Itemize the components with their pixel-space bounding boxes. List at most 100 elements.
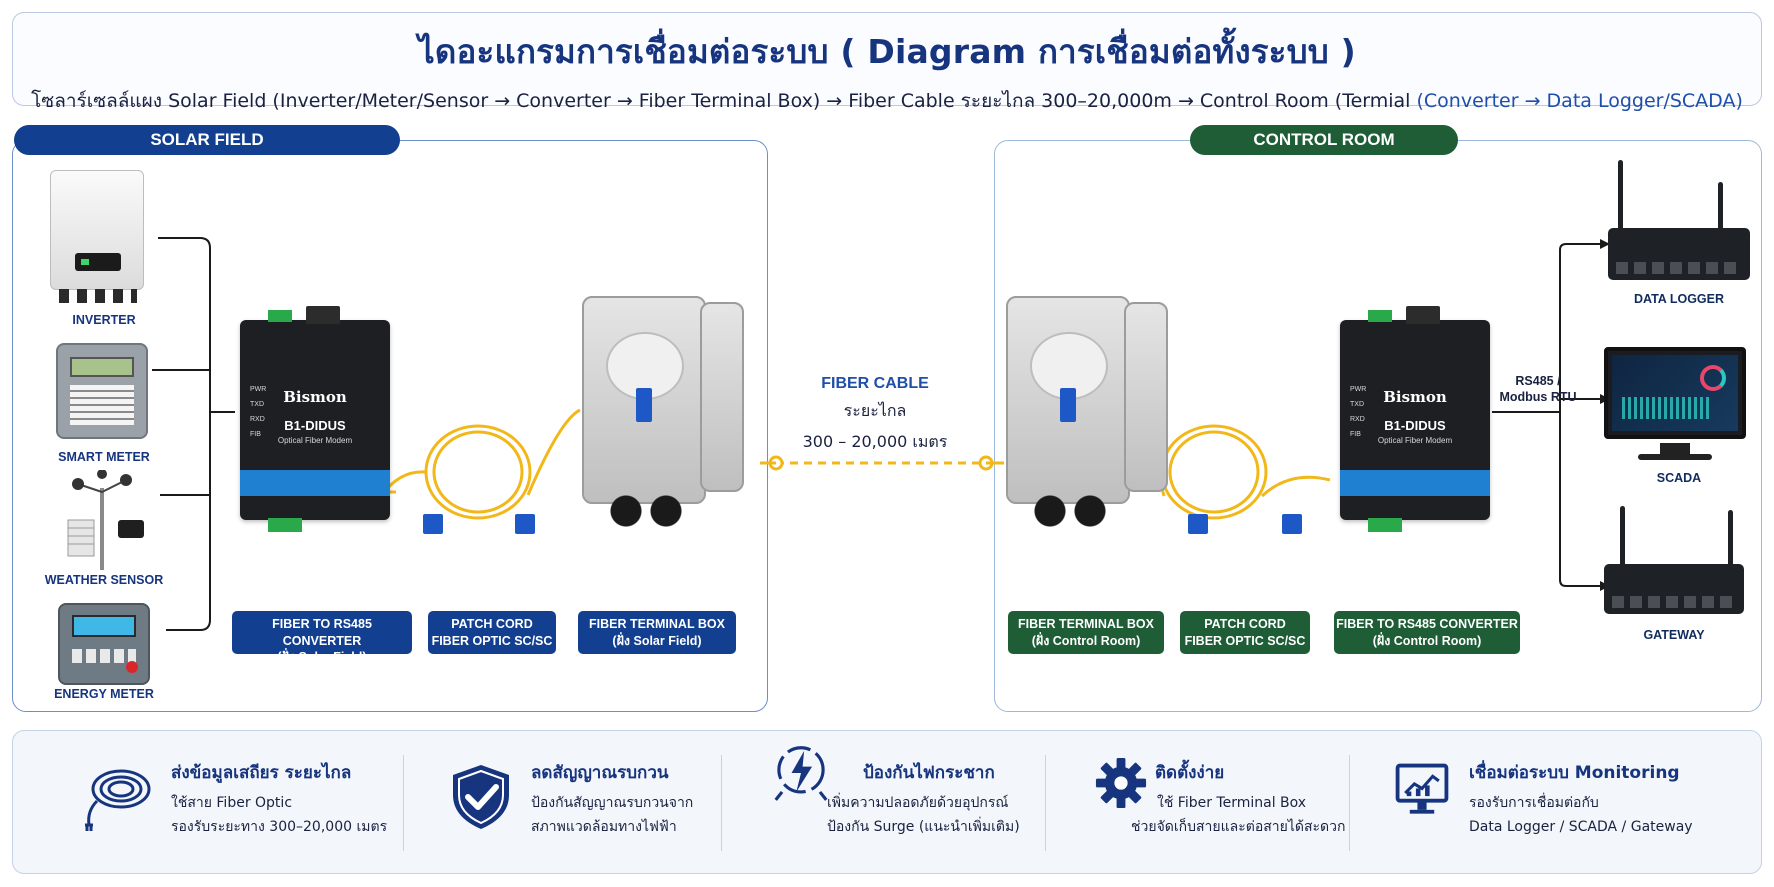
feature-divider (1349, 755, 1350, 851)
antenna-icon (1718, 182, 1723, 234)
led-pwr-label: PWR (250, 386, 267, 393)
scada-screen-icon (1612, 355, 1738, 431)
fiber-cable-line2: ระยะไกล (843, 401, 907, 420)
feature-monitoring: เชื่อมต่อระบบ Monitoring รองรับการเชื่อม… (1393, 731, 1733, 875)
solar-field-tab: SOLAR FIELD (INVERTER/METER/SENSOR) (14, 125, 400, 179)
caption-line: (ฝั่ง Control Room) (1372, 633, 1482, 648)
inverter-connectors-icon (59, 289, 137, 303)
scada-monitor-image (1604, 347, 1746, 439)
led-pwr-label: PWR (1350, 386, 1367, 393)
antenna-icon (1728, 510, 1733, 570)
feature-title: เชื่อมต่อระบบ Monitoring (1469, 763, 1680, 783)
caption-ftb-solar: FIBER TERMINAL BOX (ฝั่ง Solar Field) (578, 611, 736, 654)
feature-desc-line2: ช่วยจัดเก็บสายและต่อสายได้สะดวก (1131, 819, 1346, 835)
feature-desc-line1: ใช้ Fiber Terminal Box (1157, 795, 1307, 811)
feature-desc-line2: Data Logger / SCADA / Gateway (1469, 819, 1693, 835)
device-label-inverter: INVERTER (72, 313, 136, 327)
power-terminal-icon (268, 310, 292, 322)
fiber-cable-label: FIBER CABLE ระยะไกล 300 – 20,000 เมตร (778, 375, 972, 455)
power-terminal-icon (1368, 310, 1392, 322)
energy-meter-lcd-icon (72, 615, 136, 637)
ftb-door-right-icon (1124, 302, 1168, 492)
device-label-energy-meter: ENERGY METER (54, 687, 154, 701)
caption-line: FIBER OPTIC SC/SC (431, 633, 553, 648)
feature-title: ส่งข้อมูลเสถียร ระยะไกล (171, 763, 352, 783)
caption-line: FIBER TERMINAL BOX (1018, 617, 1154, 631)
header-banner: ไดอะแกรมการเชื่อมต่อระบบ ( Diagram การเช… (12, 12, 1762, 112)
fiber-terminal-box-right-image (1006, 296, 1130, 528)
rs485-terminal-icon (1368, 518, 1402, 532)
rs485-terminal-icon (268, 518, 302, 532)
feature-desc-line1: รองรับการเชื่อมต่อกับ (1469, 795, 1599, 811)
page-title: ไดอะแกรมการเชื่อมต่อระบบ ( Diagram การเช… (418, 32, 1356, 71)
features-bar: ส่งข้อมูลเสถียร ระยะไกล ใช้สาย Fiber Opt… (12, 730, 1762, 874)
antenna-icon (1618, 160, 1623, 232)
device-label-scada: SCADA (1656, 471, 1702, 485)
feature-title: ลดสัญญาณรบกวน (531, 763, 669, 783)
caption-line: FIBER TO RS485 CONVERTER (272, 617, 372, 648)
led-txd-label: TXD (250, 401, 264, 408)
cable-gland-icon (606, 494, 686, 528)
feature-stable-long-range: ส่งข้อมูลเสถียร ระยะไกล ใช้สาย Fiber Opt… (69, 731, 409, 875)
led-labels: PWR TXD RXD FIB (250, 382, 266, 442)
feature-divider (403, 755, 404, 851)
smart-meter-lcd-icon (70, 357, 134, 377)
feature-desc-line1: ป้องกันสัญญาณรบกวนจาก (531, 795, 694, 811)
caption-line: (ฝั่ง Solar Field) (612, 633, 702, 648)
fiber-port-icon (1406, 306, 1440, 324)
caption-line: FIBER TO RS485 CONVERTER (1336, 617, 1518, 631)
led-rxd-label: RXD (250, 416, 265, 423)
sc-adapter-icon (1060, 388, 1076, 422)
feature-desc-line2: สภาพแวดล้อมทางไฟฟ้า (531, 819, 677, 835)
feature-divider (1045, 755, 1046, 851)
smart-meter-panel-icon (70, 385, 134, 425)
caption-ftb-control: FIBER TERMINAL BOX (ฝั่ง Control Room) (1008, 611, 1164, 654)
caption-line: FIBER TERMINAL BOX (589, 617, 725, 631)
caption-converter-solar: FIBER TO RS485 CONVERTER (ฝั่ง Solar Fie… (232, 611, 412, 664)
caption-line: (ฝั่ง Solar Field) (277, 650, 367, 664)
caption-patch-cord-control: PATCH CORD FIBER OPTIC SC/SC (1180, 611, 1310, 654)
subtitle-highlight: (Converter → Data Logger/SCADA) (1416, 90, 1743, 112)
fiber-port-icon (306, 306, 340, 324)
monitor-stand-icon (1660, 443, 1690, 457)
led-rxd-label: RXD (1350, 416, 1365, 423)
gateway-image (1604, 564, 1744, 614)
feature-desc-line2: รองรับระยะทาง 300–20,000 เมตร (171, 819, 388, 835)
converter-left-image: PWR TXD RXD FIB Bismon B1-DIDUS Optical … (218, 306, 412, 532)
led-labels: PWR TXD RXD FIB (1350, 382, 1366, 442)
monitor-base-icon (1638, 454, 1712, 460)
feature-desc-line2: ป้องกัน Surge (แนะนำเพิ่มเติม) (827, 819, 1020, 835)
rs485-port-strip-icon (240, 470, 390, 496)
cable-gland-icon (1030, 494, 1110, 528)
led-txd-label: TXD (1350, 401, 1364, 408)
data-logger-image (1608, 228, 1750, 280)
fiber-cable-distance: 300 – 20,000 เมตร (802, 432, 948, 451)
converter-right-image: PWR TXD RXD FIB Bismon B1-DIDUS Optical … (1318, 306, 1512, 532)
caption-line: PATCH CORD (1204, 617, 1286, 631)
device-label-gateway: GATEWAY (1643, 628, 1705, 642)
ftb-door-left-icon (700, 302, 744, 492)
converter-brand: Bismon (1383, 388, 1447, 406)
energy-meter-image (58, 603, 150, 685)
fiber-terminal-box-left-image (582, 296, 706, 528)
caption-line: FIBER OPTIC SC/SC (1184, 633, 1306, 648)
converter-model: B1-DIDUS (1384, 418, 1446, 433)
feature-desc-line1: ใช้สาย Fiber Optic (171, 795, 293, 811)
device-label-weather-sensor: WEATHER SENSOR (44, 573, 164, 587)
router-ports-icon (1616, 262, 1742, 274)
feature-easy-install: ติดตั้งง่าย ใช้ Fiber Terminal Box ช่วยจ… (1093, 731, 1353, 875)
shield-check-icon (453, 765, 509, 829)
inverter-image (50, 170, 144, 303)
caption-line: PATCH CORD (451, 617, 533, 631)
converter-model-sub: Optical Fiber Modem (277, 436, 353, 445)
gear-icon (1095, 757, 1147, 809)
converter-model-sub: Optical Fiber Modem (1377, 436, 1453, 445)
weather-sensor-icon (67, 470, 144, 570)
caption-converter-control: FIBER TO RS485 CONVERTER (ฝั่ง Control R… (1334, 611, 1520, 654)
feature-divider (721, 755, 722, 851)
fiber-cable-title: FIBER CABLE (821, 375, 929, 392)
rs485-label-line1: RS485 / (1515, 374, 1561, 388)
led-fib-label: FIB (1350, 431, 1361, 438)
antenna-icon (1620, 506, 1625, 570)
router-ports-icon (1612, 596, 1736, 608)
